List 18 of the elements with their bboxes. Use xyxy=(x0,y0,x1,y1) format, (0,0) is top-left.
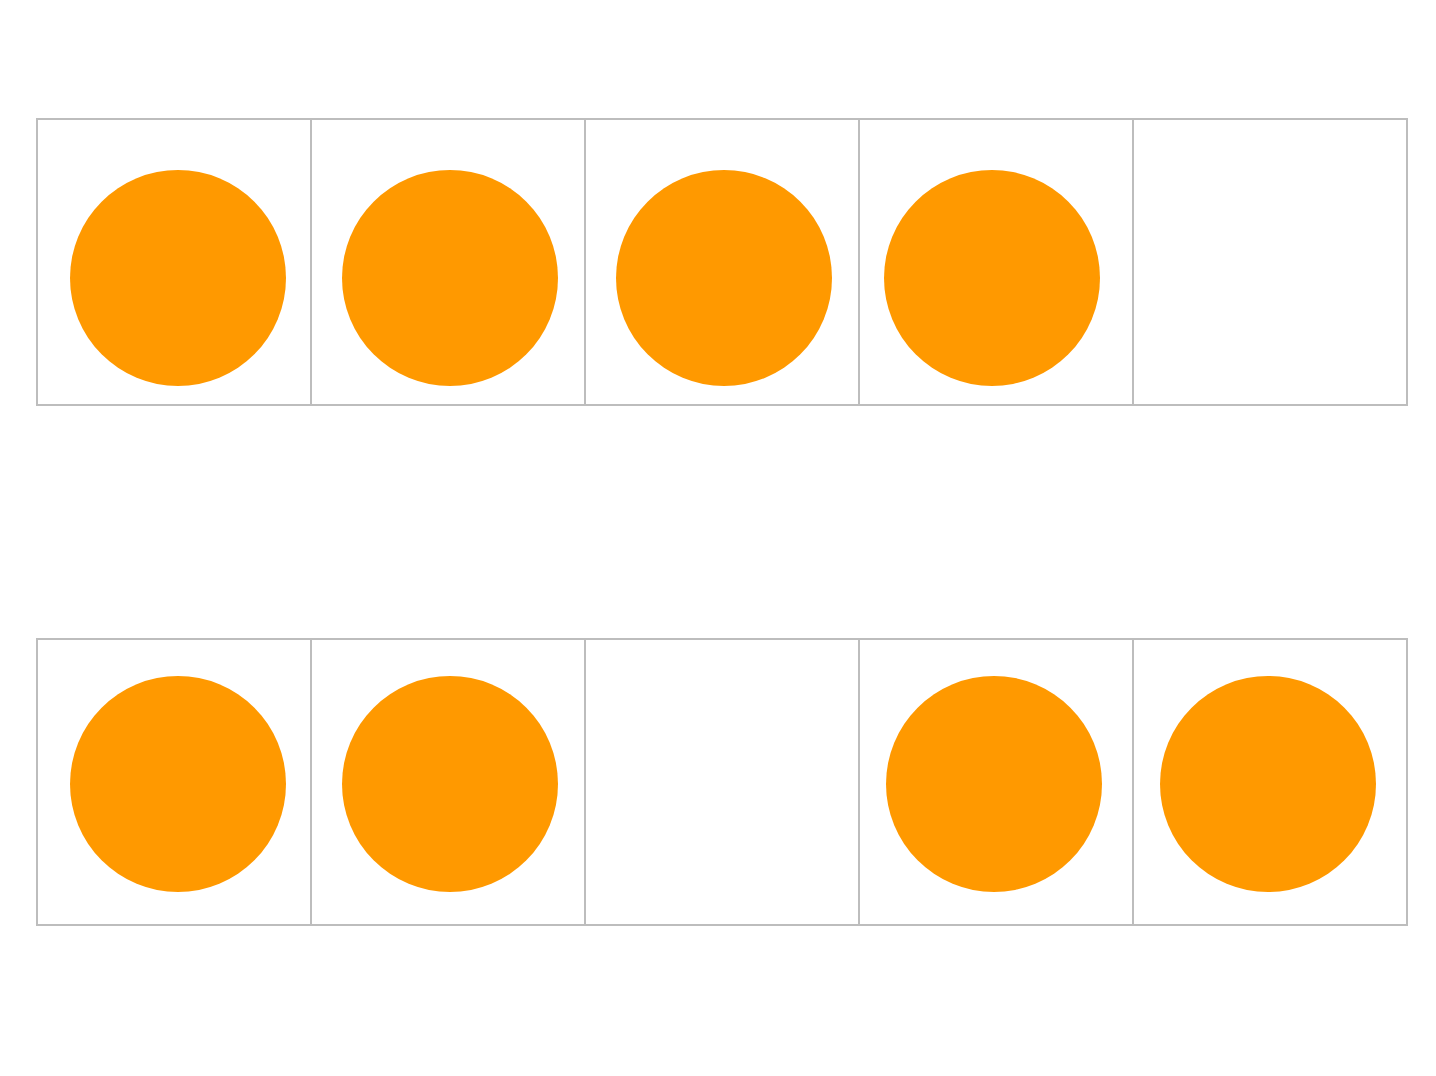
counter-dot xyxy=(1160,676,1376,892)
frame-cell xyxy=(858,638,1134,926)
frame-cell xyxy=(36,638,312,926)
counter-dot xyxy=(616,170,832,386)
counter-dot xyxy=(342,170,558,386)
counter-dot xyxy=(70,676,286,892)
frame-cell xyxy=(36,118,312,406)
frame-cell xyxy=(584,638,860,926)
frame-cell xyxy=(310,638,586,926)
frame-cell xyxy=(584,118,860,406)
frame-cell xyxy=(1132,118,1408,406)
counter-dot xyxy=(884,170,1100,386)
counter-dot xyxy=(886,676,1102,892)
frame-cell xyxy=(1132,638,1408,926)
counter-dot xyxy=(342,676,558,892)
frame-cell xyxy=(310,118,586,406)
frame-cell xyxy=(858,118,1134,406)
counter-dot xyxy=(70,170,286,386)
